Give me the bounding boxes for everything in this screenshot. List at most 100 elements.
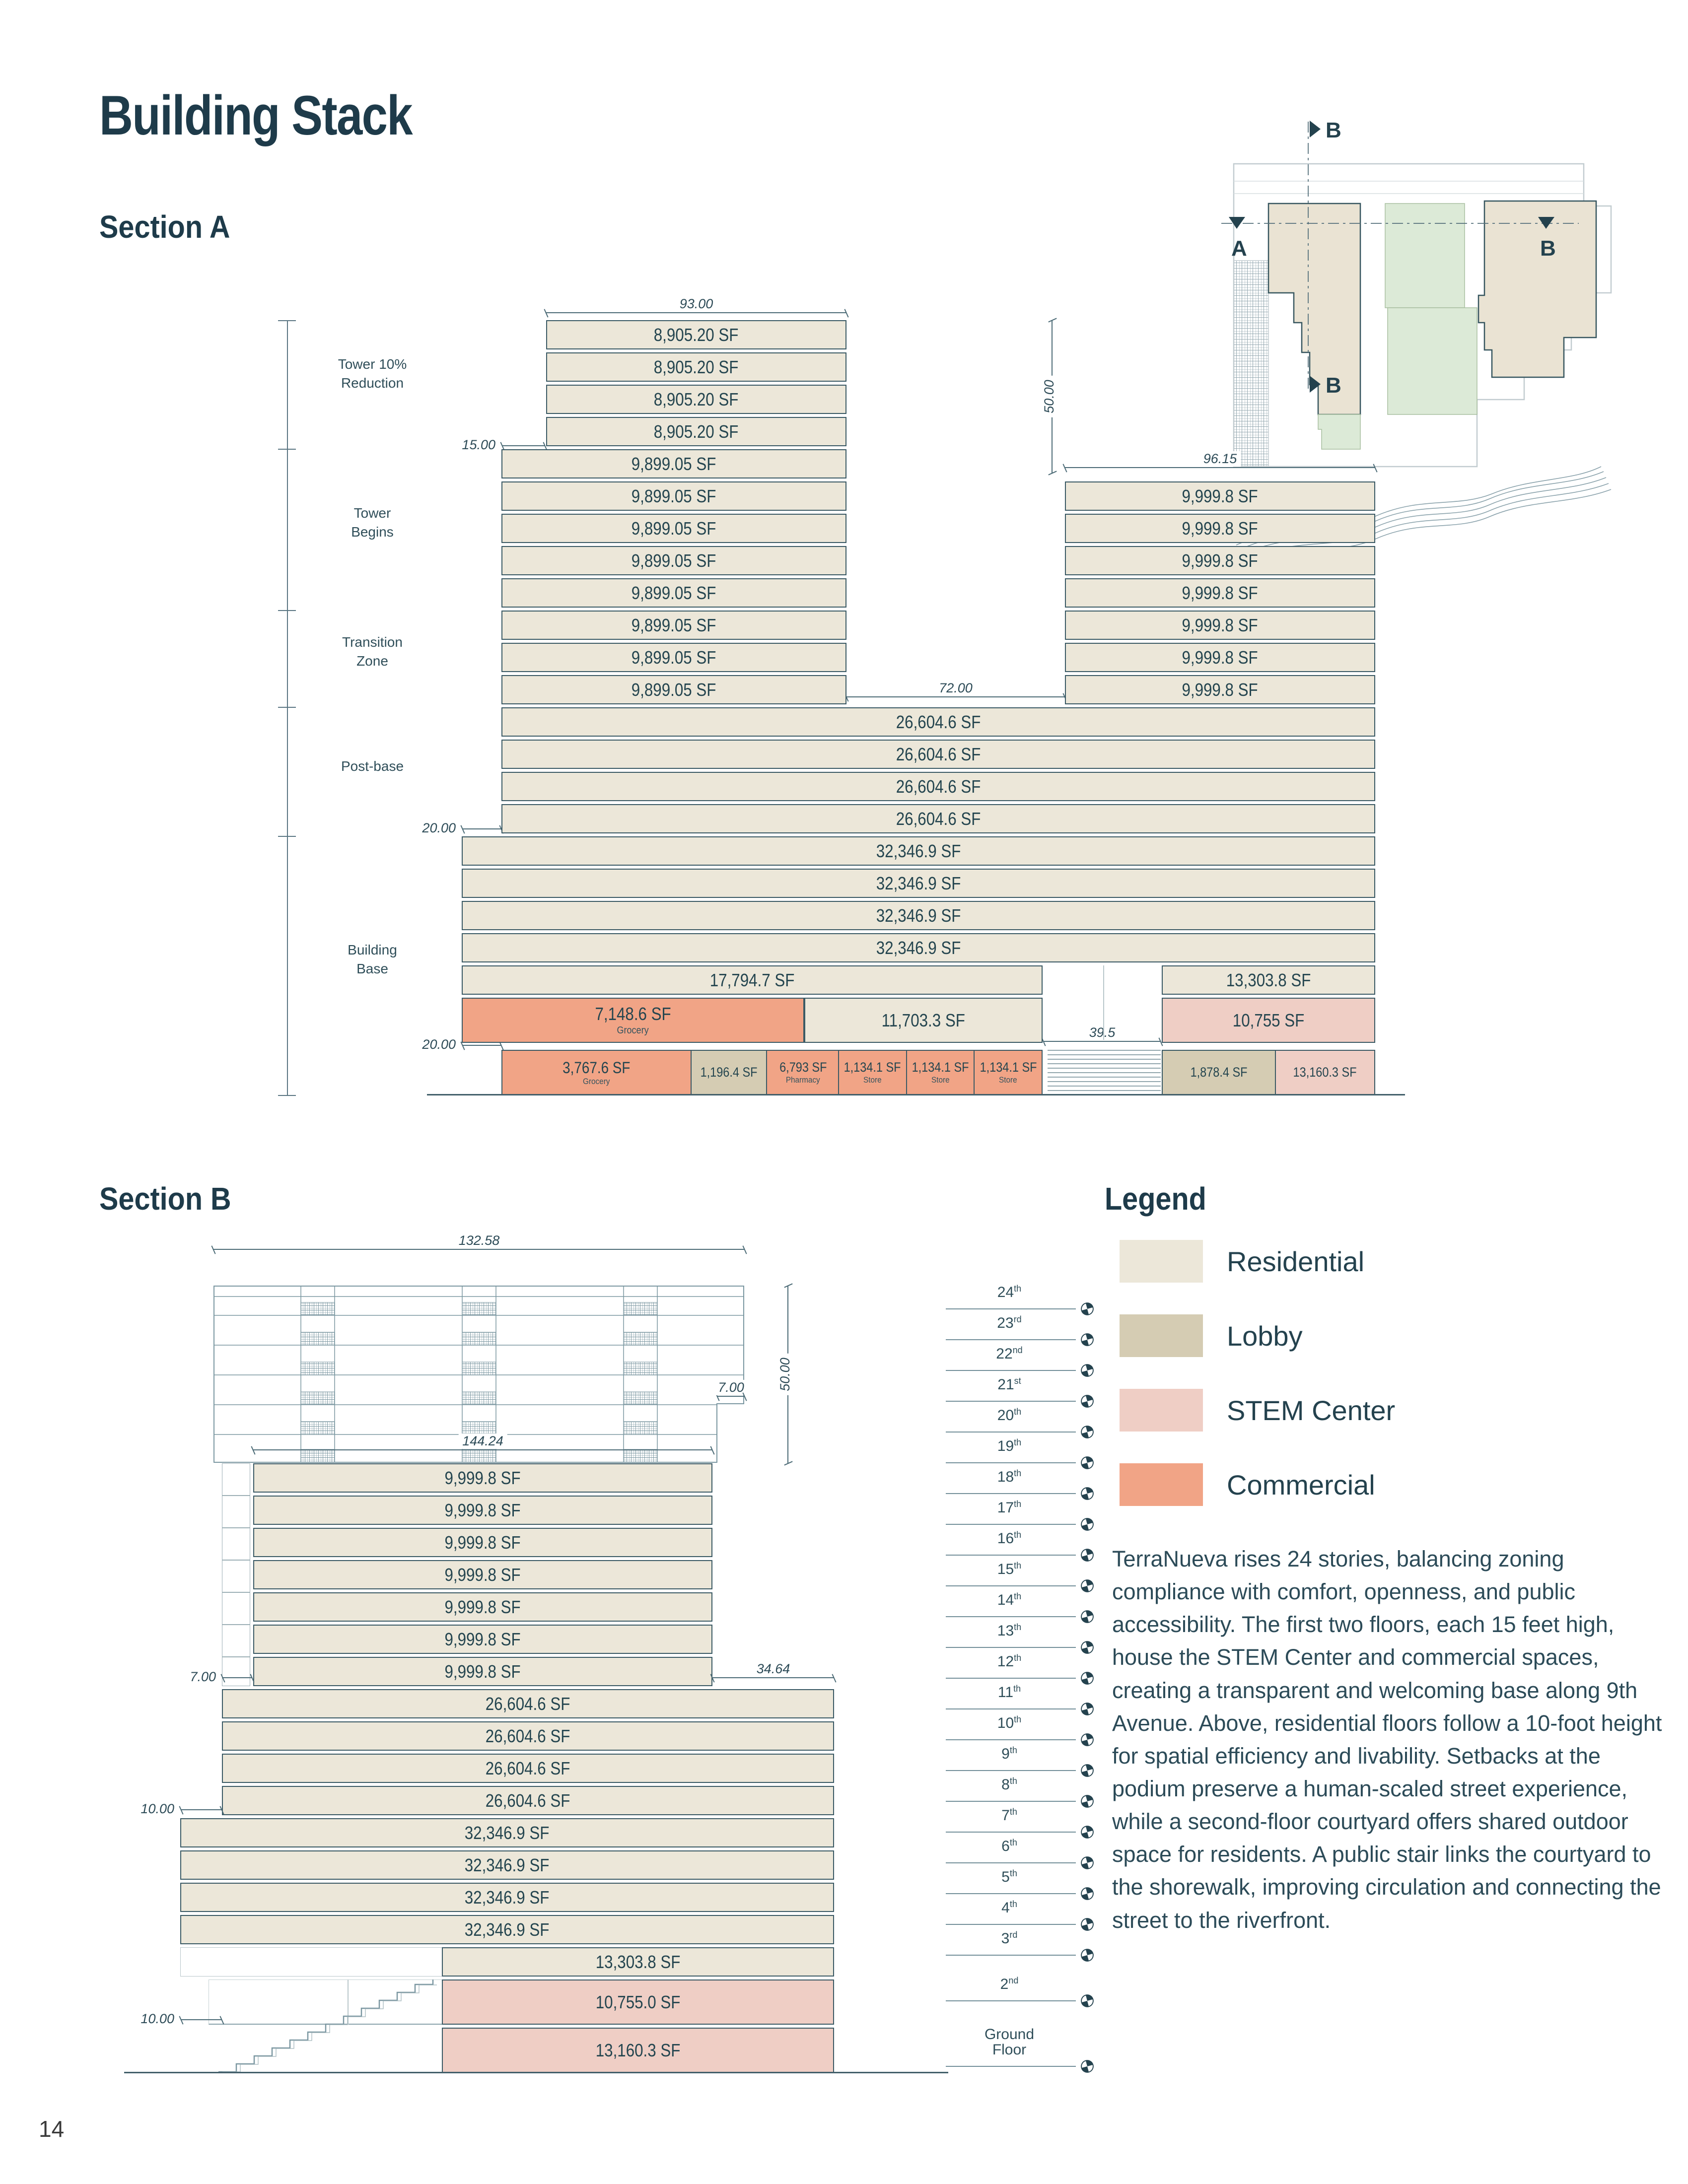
legend-item-residential: Residential [1120,1240,1395,1283]
floor-row: 26,604.6 SF [222,1754,834,1783]
level-datum-icon [1081,1302,1094,1315]
floor-level-line [946,1801,1076,1802]
floor-level-line [946,2066,1076,2067]
floor-row: 26,604.6 SF [222,1689,834,1718]
dim-ground-setback: 20.00 [418,1037,501,1052]
public-stair [218,1979,437,2073]
floor-level-line [946,1432,1076,1433]
floor-row: 26,604.6 SF [222,1721,834,1751]
page-title: Building Stack [99,84,413,146]
legend-label: Lobby [1227,1320,1303,1352]
floor-row: 26,604.6 SF [222,1786,834,1815]
floor-level-row: 11th [946,1684,1095,1716]
floor-level-line [946,2000,1076,2001]
section-a-label-left: A [1231,236,1247,261]
ground-line-b [124,2072,948,2073]
floor-level-row: 4th [946,1900,1095,1932]
dim-tower-height: 50.00 [1041,320,1057,473]
floor-row: 9,999.8 SF [253,1560,712,1589]
legend-item-commercial: Commercial [1120,1463,1395,1506]
floor-row: 32,346.9 SF [180,1883,834,1912]
postbase-b-stack: 26,604.6 SF 26,604.6 SF 26,604.6 SF 26,604.… [222,1689,834,1815]
site-key-plan: A B B B [1221,118,1612,568]
zone-label-tower-reduction: Tower 10% Reduction [338,356,407,391]
floor-level-line [946,1739,1076,1740]
floor-row: 26,604.6 SF [501,804,1375,833]
legend-label: STEM Center [1227,1394,1396,1426]
dim-postbase-setback: 20.00 [418,820,501,836]
floor-row: 9,999.8 SF [1065,675,1375,704]
residential-swatch [1120,1240,1203,1283]
level3-left: 17,794.7 SF [462,965,1043,995]
floor-level-row: 3rd [946,1930,1095,1963]
level-datum-icon [1081,1456,1094,1469]
legend-heading: Legend [1105,1181,1206,1217]
floor-row: 9,899.05 SF [501,611,846,640]
level2-center: 11,703.3 SF [804,998,1043,1043]
section-b-heading: Section B [99,1181,231,1217]
floor-row: 26,604.6 SF [501,740,1375,769]
floor-level-line [946,1678,1076,1679]
level-datum-icon [1081,2060,1094,2073]
floor-level-line [946,1862,1076,1863]
level-datum-icon [1081,1703,1094,1715]
floor-row: 9,999.8 SF [253,1496,712,1525]
section-b-label-bottom: B [1326,373,1341,398]
floor-level-row: 6th [946,1838,1095,1870]
zone-label-building-base: Building Base [348,942,397,976]
floor-level-line [946,1555,1076,1556]
level-datum-icon [1081,1518,1094,1531]
section-b-label-top: B [1326,118,1341,142]
floor-row: 32,346.9 SF [180,1818,834,1847]
floor-level-line [946,1955,1076,1956]
zone-label-transition: Transition Zone [342,634,403,669]
floor-level-row: 12th [946,1653,1095,1686]
ground-stem: 13,160.3 SF [1275,1050,1375,1095]
ground-b: 13,160.3 SF [442,2028,834,2073]
floor-row: 9,999.8 SF [1065,578,1375,608]
level-datum-icon [1081,1826,1094,1839]
ground-lobby-right: 1,878.4 SF [1162,1050,1276,1095]
floor-level-row: 8th [946,1776,1095,1809]
level2-stem: 10,755 SF [1162,998,1375,1043]
level-datum-icon [1081,1795,1094,1808]
floor-level-row: 20th [946,1407,1095,1439]
section-a-marker-left-icon [1229,217,1245,229]
legend: Residential Lobby STEM Center Commercial [1120,1240,1395,1538]
floor-row: 8,905.20 SF [546,320,846,349]
level-datum-icon [1081,1856,1094,1869]
dim-base-gap: 39.5 [1044,1025,1161,1042]
level-datum-icon [1081,1887,1094,1900]
floor-level-row: Ground Floor [946,2027,1095,2074]
floor-level-line [946,1924,1076,1925]
floor-row: 26,604.6 SF [501,707,1375,737]
floor-level-row: 23rd [946,1315,1095,1347]
floor-row: 9,999.8 SF [1065,611,1375,640]
tower-footprint-right [1477,200,1597,378]
floor-level-row: 7th [946,1807,1095,1840]
floor-row: 9,999.8 SF [1065,546,1375,575]
dim-tower-gap: 72.00 [846,681,1065,697]
wireframe-sliver [222,1463,250,1686]
floor-row: 9,999.8 SF [253,1592,712,1622]
dim-b-left-setback: 7.00 [186,1669,252,1685]
floor-level-line [946,1370,1076,1371]
dim-right-tower-width: 96.15 [1065,451,1375,468]
level-datum-icon [1081,1579,1094,1592]
dim-b-top-setback: 7.00 [714,1380,748,1397]
level-datum-icon [1081,1733,1094,1746]
floor-row: 32,346.9 SF [462,836,1375,866]
courtyard-green-upper [1385,203,1465,308]
section-a-heading: Section A [99,209,230,245]
level3-open-b [180,1947,443,1977]
zone-label-tower-begins: Tower Begins [351,505,394,540]
dim-b-tower-width: 144.24 [253,1433,712,1450]
